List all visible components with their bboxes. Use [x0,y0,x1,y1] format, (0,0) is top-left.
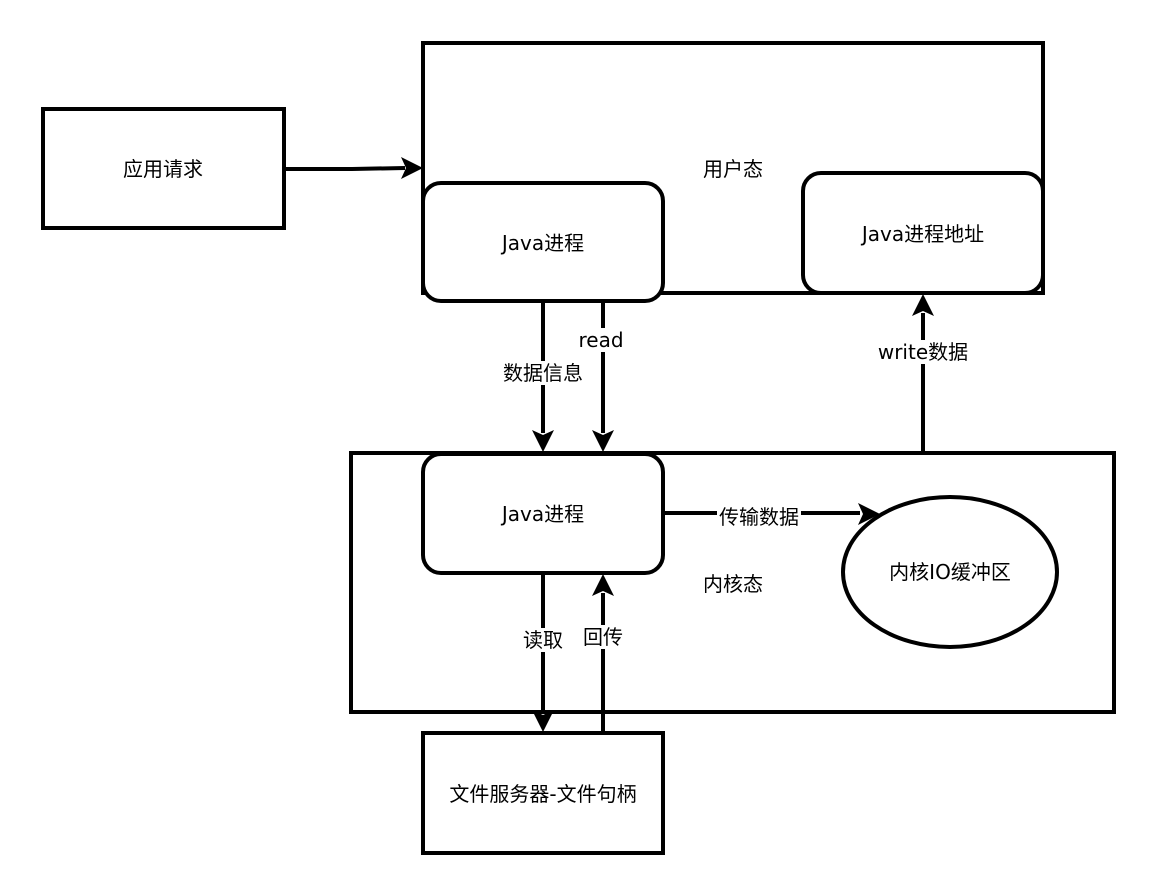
user-mode-label: 用户态 [703,157,763,181]
edge-write-label: write数据 [875,340,971,364]
edge-read-arrowhead [592,430,614,452]
edge-transfer-label: 传输数据 [717,505,801,529]
app-request-box[interactable] [41,107,286,230]
edge-data-info-label: 数据信息 [501,361,585,385]
edge-return-arrowhead [592,574,614,596]
edge-data-info-arrowhead [532,430,554,452]
kernel-io-buffer-ellipse[interactable] [841,495,1059,649]
kernel-mode-label: 内核态 [703,572,763,596]
java-process-address-label: Java进程地址 [861,222,985,246]
file-server-label: 文件服务器-文件句柄 [449,782,637,806]
edge-request-line[interactable] [284,166,406,171]
java-process-address-box[interactable] [801,171,1045,295]
java-process-kernel-label: Java进程 [501,502,585,526]
edge-request-arrowhead [401,157,423,179]
edge-transfer-arrowhead [858,503,880,525]
file-server-box[interactable] [421,731,665,855]
java-process-user-label: Java进程 [501,231,585,255]
app-request-label: 应用请求 [123,157,203,181]
edge-fetch-label: 读取 [521,628,565,652]
edge-return-label: 回传 [581,625,625,649]
edge-fetch-arrowhead [532,710,554,732]
edge-write-arrowhead [912,294,934,316]
edge-read-label: read [576,328,626,352]
kernel-io-buffer-label: 内核IO缓冲区 [889,560,1011,584]
